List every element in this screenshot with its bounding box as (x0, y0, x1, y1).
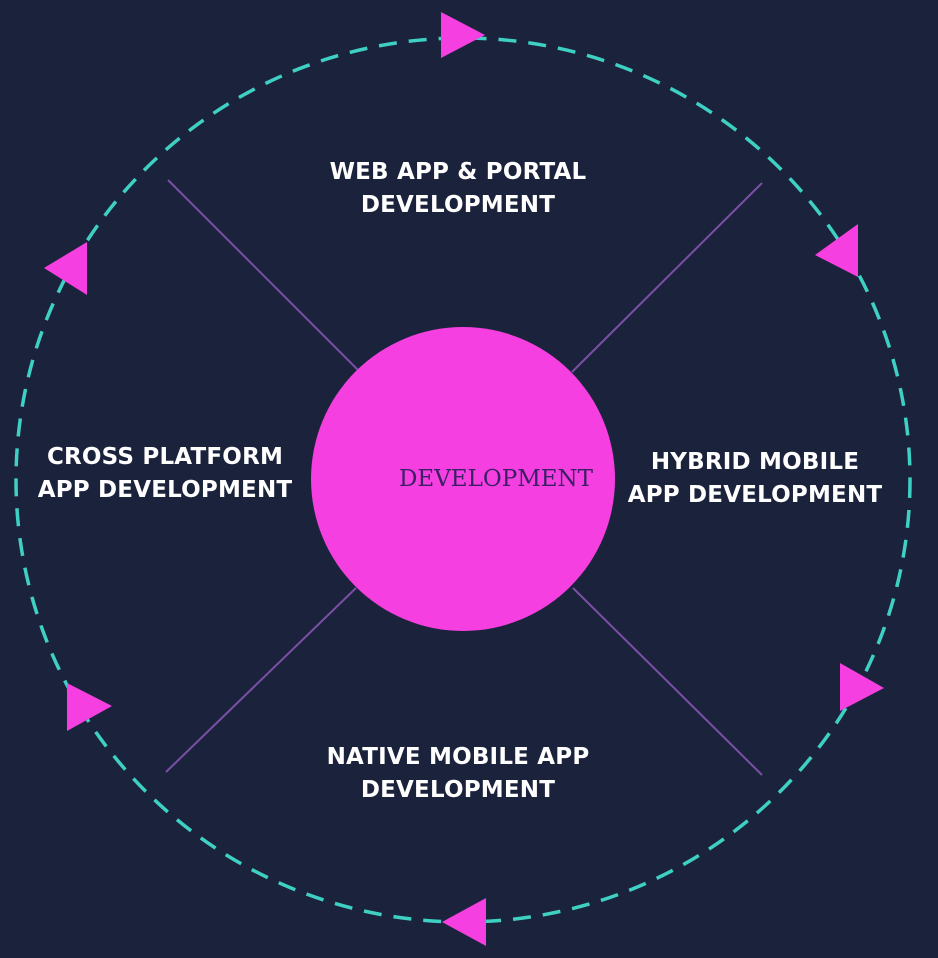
segment-label-hybrid-mobile: HYBRID MOBILE APP DEVELOPMENT (620, 446, 890, 512)
segment-label-line: APP DEVELOPMENT (627, 482, 883, 508)
arrow-right-upper-icon (815, 224, 858, 277)
arrow-top-icon (441, 12, 485, 58)
segment-label-web-app: WEB APP & PORTAL DEVELOPMENT (300, 156, 616, 222)
segment-label-line: NATIVE MOBILE APP (326, 744, 590, 770)
center-circle (311, 327, 615, 631)
arrow-left-lower-icon (67, 683, 112, 731)
segment-label-line: CROSS PLATFORM (46, 444, 284, 470)
divider-line-bottom-right (572, 587, 763, 776)
divider-line-bottom-left (165, 587, 357, 773)
segment-label-cross-platform: CROSS PLATFORM APP DEVELOPMENT (20, 441, 310, 507)
divider-line-top-right (571, 182, 763, 373)
segment-label-line: DEVELOPMENT (360, 777, 556, 803)
segment-label-line: HYBRID MOBILE (650, 449, 860, 475)
arrow-bottom-icon (442, 898, 486, 946)
segment-label-native-mobile: NATIVE MOBILE APP DEVELOPMENT (300, 741, 616, 807)
divider-line-top-left (167, 179, 359, 371)
segment-label-line: APP DEVELOPMENT (37, 477, 293, 503)
arrow-right-lower-icon (840, 663, 884, 711)
segment-label-line: WEB APP & PORTAL (329, 159, 587, 185)
segment-label-line: DEVELOPMENT (360, 192, 556, 218)
center-label: DEVELOPMENT (398, 466, 594, 492)
arrow-left-upper-icon (44, 242, 87, 295)
